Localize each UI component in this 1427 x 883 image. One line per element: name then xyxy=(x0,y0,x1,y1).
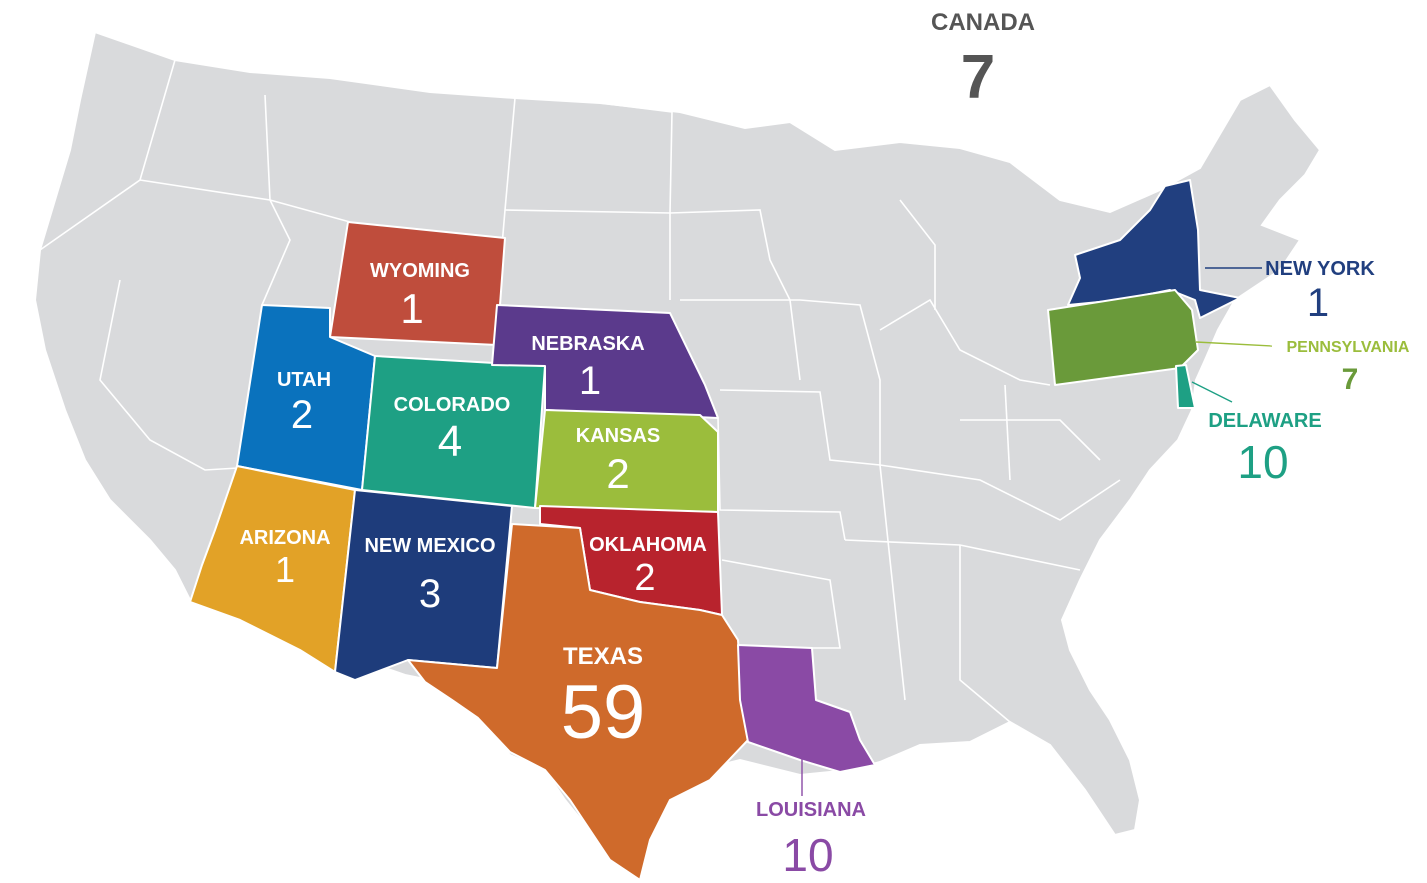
label-utah-count: 2 xyxy=(291,393,313,437)
label-oklahoma-name: OKLAHOMA xyxy=(589,534,707,556)
label-arizona-name: ARIZONA xyxy=(239,527,330,549)
state-pennsylvania[interactable] xyxy=(1047,289,1199,386)
label-nebraska-count: 1 xyxy=(579,359,601,403)
label-utah-name: UTAH xyxy=(277,369,331,391)
label-colorado-count: 4 xyxy=(438,417,462,466)
label-new-mexico-count: 3 xyxy=(419,572,441,616)
state-delaware[interactable] xyxy=(1175,364,1196,409)
label-louisiana-name: LOUISIANA xyxy=(756,799,866,821)
label-canada-name: CANADA xyxy=(931,9,1035,36)
label-pennsylvania-name: PENNSYLVANIA xyxy=(1287,339,1410,356)
label-pennsylvania-count: 7 xyxy=(1342,363,1359,396)
state-borders xyxy=(39,59,1121,723)
label-texas-name: TEXAS xyxy=(563,643,643,670)
label-new-york-count: 1 xyxy=(1307,281,1329,325)
label-kansas-name: KANSAS xyxy=(576,425,660,447)
label-louisiana-count: 10 xyxy=(782,829,833,881)
label-kansas-count: 2 xyxy=(606,450,629,497)
label-canada-count: 7 xyxy=(961,43,995,112)
leader-pennsylvania xyxy=(1195,341,1273,347)
state-kansas[interactable] xyxy=(534,409,719,513)
label-colorado-name: COLORADO xyxy=(394,394,511,416)
state-louisiana[interactable] xyxy=(737,644,876,773)
label-delaware-name: DELAWARE xyxy=(1208,410,1321,432)
label-oklahoma-count: 2 xyxy=(634,557,655,599)
label-wyoming-count: 1 xyxy=(400,285,423,332)
label-nebraska-name: NEBRASKA xyxy=(531,333,644,355)
label-new-york-name: NEW YORK xyxy=(1265,258,1375,280)
label-arizona-count: 1 xyxy=(275,549,295,590)
label-delaware-count: 10 xyxy=(1237,436,1288,488)
leader-delaware xyxy=(1191,381,1233,403)
state-texas[interactable] xyxy=(407,523,749,881)
label-wyoming-name: WYOMING xyxy=(370,260,470,282)
label-texas-count: 59 xyxy=(561,670,646,755)
label-new-mexico-name: NEW MEXICO xyxy=(364,535,495,557)
